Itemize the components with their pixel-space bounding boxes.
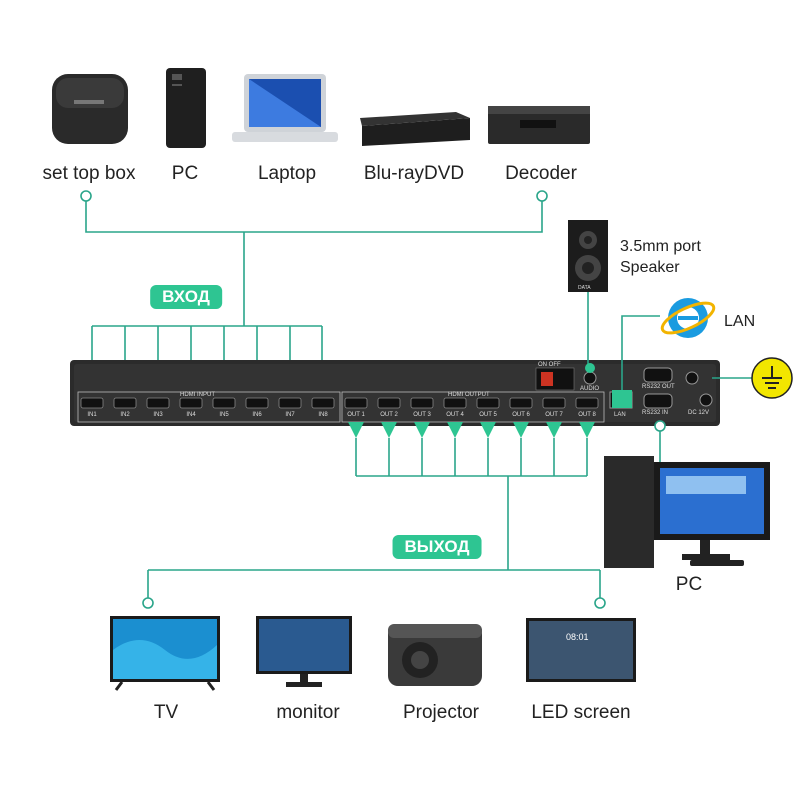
monitor-icon — [256, 616, 352, 687]
hdmi-out-4-port — [443, 397, 467, 409]
hdmi-out-6-label: OUT 6 — [512, 412, 530, 418]
speaker-label-speaker: Speaker — [620, 259, 680, 276]
output-node-right — [594, 597, 606, 609]
lan-line — [621, 315, 660, 390]
hdmi-in-7-port — [278, 397, 302, 409]
hdmi-out-5-port — [476, 397, 500, 409]
hdmi-in-1-port — [80, 397, 104, 409]
hdmi-out-5-label: OUT 5 — [479, 412, 497, 418]
internet-explorer-icon — [660, 298, 716, 338]
output-bus-lines — [147, 438, 601, 600]
power-switch-label: ON OFF — [538, 362, 561, 368]
lan-port-label: LAN — [614, 412, 626, 418]
hdmi-input-label: HDMI INPUT — [180, 392, 215, 398]
display-label-projector: Projector — [402, 702, 480, 723]
source-label-bluray: Blu-rayDVD — [363, 163, 465, 184]
source-node-right — [536, 190, 548, 202]
led-screen-icon — [526, 618, 636, 682]
speaker-panel-text: DATA — [578, 285, 591, 291]
display-label-tv: TV — [153, 702, 179, 723]
display-label-led-screen: LED screen — [531, 702, 631, 723]
hdmi-out-1-label: OUT 1 — [347, 412, 365, 418]
led-screen-clock: 08:01 — [566, 632, 589, 642]
hdmi-in-4-port — [179, 397, 203, 409]
hdmi-output-label: HDMI OUTPUT — [448, 392, 490, 398]
projector-icon — [388, 624, 482, 686]
hdmi-in-5-label: IN5 — [219, 412, 229, 418]
hdmi-out-1-port — [344, 397, 368, 409]
lan-label: LAN — [724, 313, 756, 330]
hdmi-out-6-port — [509, 397, 533, 409]
hdmi-port-row — [80, 397, 599, 409]
input-badge: ВХОД — [150, 285, 222, 309]
hdmi-in-8-port — [311, 397, 335, 409]
hdmi-out-2-label: OUT 2 — [380, 412, 398, 418]
hdmi-in-5-port — [212, 397, 236, 409]
output-node-left — [142, 597, 154, 609]
source-label-pc: PC — [171, 163, 199, 184]
decoder-icon — [488, 106, 590, 144]
hdmi-out-7-label: OUT 7 — [545, 412, 563, 418]
source-node-left — [80, 190, 92, 202]
dc-power-label: DC 12V — [688, 410, 710, 416]
hdmi-out-4-label: OUT 4 — [446, 412, 464, 418]
speaker-icon — [568, 220, 608, 292]
source-label-laptop: Laptop — [257, 163, 317, 184]
audio-node — [585, 363, 595, 373]
lan-port — [612, 390, 632, 408]
source-label-decoder: Decoder — [505, 163, 577, 184]
hdmi-out-3-port — [410, 397, 434, 409]
hdmi-out-2-port — [377, 397, 401, 409]
pc-tower-icon — [166, 68, 206, 148]
hdmi-out-8-port — [575, 397, 599, 409]
set-top-box-icon — [52, 74, 128, 144]
rs232-in-label: RS232 IN — [642, 410, 669, 416]
speaker-label-port: 3.5mm port — [620, 238, 701, 255]
output-arrows — [348, 422, 595, 438]
source-label-set-top-box: set top box — [42, 163, 136, 184]
hdmi-in-2-port — [113, 397, 137, 409]
laptop-icon — [232, 74, 338, 142]
hdmi-in-8-label: IN8 — [318, 412, 328, 418]
hdmi-in-3-port — [146, 397, 170, 409]
hdmi-out-7-port — [542, 397, 566, 409]
rs232-out-label: RS232 OUT — [642, 384, 675, 390]
hdmi-in-7-label: IN7 — [285, 412, 295, 418]
hdmi-in-4-label: IN4 — [186, 412, 196, 418]
bluray-player-icon — [360, 112, 470, 146]
hdmi-in-6-port — [245, 397, 269, 409]
hdmi-in-3-label: IN3 — [153, 412, 163, 418]
source-bus-lines — [85, 196, 543, 362]
control-pc-label: PC — [675, 574, 703, 595]
hdmi-in-1-label: IN1 — [87, 412, 97, 418]
output-badge: ВЫХОД — [392, 535, 482, 559]
desktop-pc-icon — [604, 456, 770, 568]
hdmi-out-8-label: OUT 8 — [578, 412, 596, 418]
hdmi-out-3-label: OUT 3 — [413, 412, 431, 418]
hdmi-in-6-label: IN6 — [252, 412, 262, 418]
ground-icon — [751, 357, 793, 399]
display-label-monitor: monitor — [276, 702, 340, 723]
hdmi-in-2-label: IN2 — [120, 412, 130, 418]
tv-icon — [110, 616, 220, 691]
audio-port-label: AUDIO — [580, 386, 600, 392]
rs232-node — [654, 420, 666, 432]
